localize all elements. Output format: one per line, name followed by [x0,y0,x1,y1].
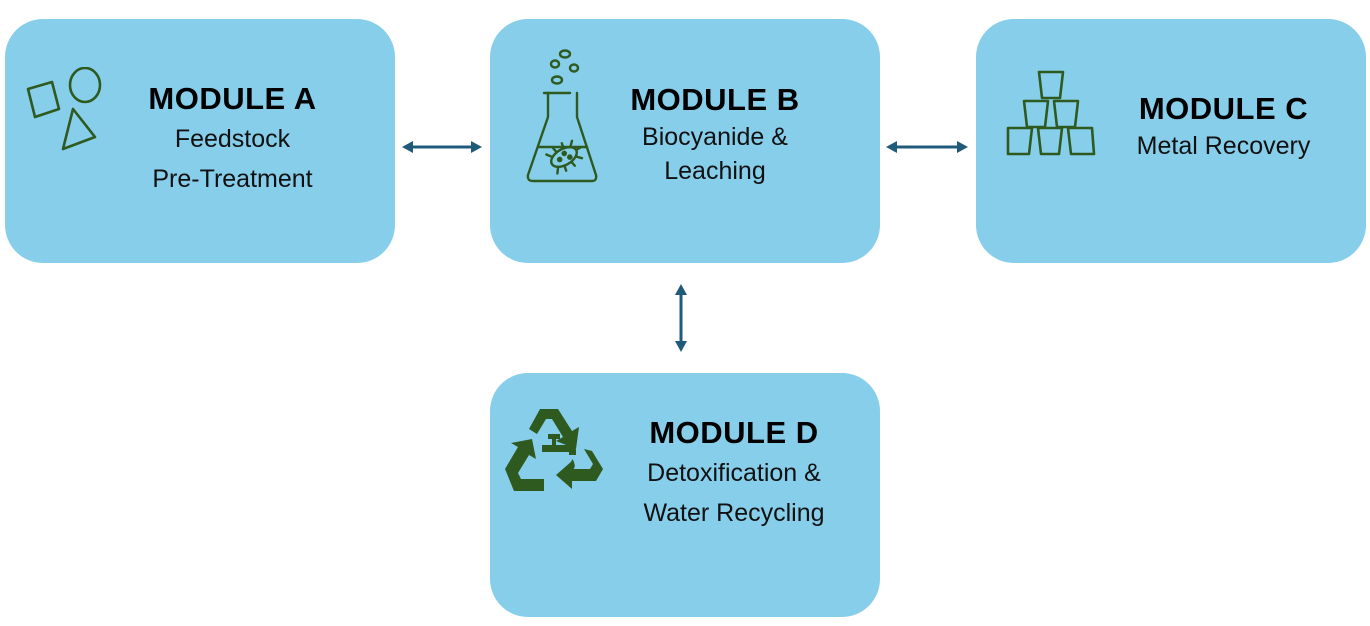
module-d-box: MODULE D Detoxification & Water Recyclin… [490,373,880,617]
module-c-line1: Metal Recovery [1136,132,1311,160]
module-d-title: MODULE D [649,415,819,450]
module-b-title: MODULE B [630,82,800,117]
module-a-box: MODULE A Feedstock Pre-Treatment [5,19,395,263]
module-d-line1: Detoxification & [647,459,821,487]
module-a-text: MODULE A Feedstock Pre-Treatment [125,79,340,199]
stacked-ingots-icon [1002,69,1102,164]
shapes-icon [25,66,115,182]
module-d-line2: Water Recycling [643,499,825,527]
module-b-line2: Leaching [664,157,766,185]
module-a-line1: Feedstock [174,125,291,153]
flask-bacteria-icon [522,47,602,192]
arrow-b-c [884,136,970,163]
arrow-a-b [400,136,484,163]
module-c-text: MODULE C Metal Recovery [1116,89,1331,163]
module-b-box: MODULE B Biocyanide & Leaching [490,19,880,263]
module-b-line1: Biocyanide & [642,123,788,151]
module-c-title: MODULE C [1138,91,1309,126]
module-b-text: MODULE B Biocyanide & Leaching [615,80,815,188]
module-d-text: MODULE D Detoxification & Water Recyclin… [620,413,848,533]
module-c-box: MODULE C Metal Recovery [976,19,1366,263]
module-a-line2: Pre-Treatment [152,165,313,193]
recycle-tap-icon [500,401,610,506]
module-a-title: MODULE A [148,81,317,116]
arrow-b-d [670,282,692,359]
